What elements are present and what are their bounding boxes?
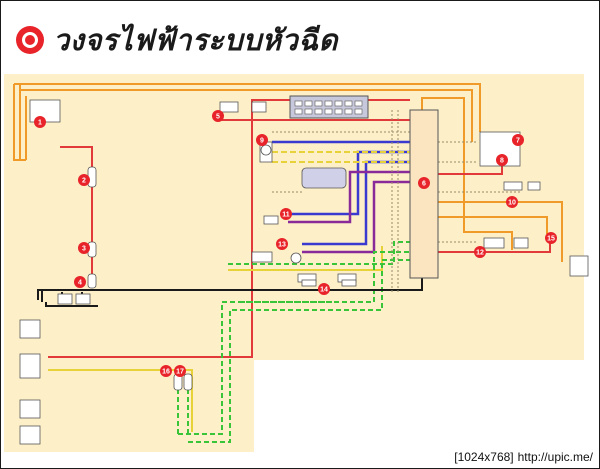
- svg-text:9: 9: [260, 138, 264, 145]
- ecu-connector: [289, 95, 369, 119]
- svg-text:11: 11: [282, 212, 290, 219]
- resolution-label: [1024x768]: [454, 450, 514, 464]
- badge-2: 2: [78, 174, 90, 186]
- svg-text:3: 3: [82, 246, 86, 253]
- badge-14: 14: [318, 283, 330, 295]
- svg-text:1: 1: [38, 120, 42, 127]
- ecu-box: [409, 109, 439, 279]
- page-title: วงจรไฟฟ้าระบบหัวฉีด: [53, 23, 338, 57]
- svg-text:13: 13: [278, 242, 286, 249]
- badge-13: 13: [276, 238, 288, 250]
- signal-lines: [272, 110, 522, 292]
- blank-region: [254, 360, 598, 460]
- svg-text:7: 7: [516, 138, 520, 145]
- green-dashed-wires: [177, 241, 410, 443]
- svg-text:12: 12: [476, 250, 484, 257]
- svg-text:8: 8: [500, 158, 504, 165]
- svg-text:17: 17: [176, 369, 184, 376]
- title-bullet-icon: [16, 26, 44, 54]
- badge-9: 9: [256, 134, 268, 146]
- badge-3: 3: [78, 242, 90, 254]
- svg-text:15: 15: [547, 236, 555, 243]
- badge-1: 1: [34, 116, 46, 128]
- svg-text:4: 4: [78, 280, 82, 287]
- svg-text:10: 10: [508, 200, 516, 207]
- badge-6: 6: [418, 177, 430, 189]
- orange-wires: [13, 83, 563, 262]
- inline-components: [87, 144, 357, 391]
- badge-12: 12: [474, 246, 486, 258]
- badge-16: 16: [160, 365, 172, 377]
- badge-4: 4: [74, 276, 86, 288]
- badge-8: 8: [496, 154, 508, 166]
- component-badges: 1 2 3 4 5 6 7 8 9 10 11 12 13 14 15 16 1…: [34, 110, 557, 377]
- badge-5: 5: [212, 110, 224, 122]
- badge-10: 10: [506, 196, 518, 208]
- svg-text:5: 5: [216, 114, 220, 121]
- svg-text:14: 14: [320, 287, 328, 294]
- svg-text:2: 2: [82, 178, 86, 185]
- image-watermark: [1024x768]http://upic.me/: [454, 450, 593, 464]
- svg-text:6: 6: [422, 181, 426, 188]
- badge-17: 17: [174, 365, 186, 377]
- source-url: http://upic.me/: [517, 450, 593, 464]
- badge-11: 11: [280, 208, 292, 220]
- svg-text:16: 16: [162, 369, 170, 376]
- yellow-wires: [48, 151, 410, 432]
- badge-7: 7: [512, 134, 524, 146]
- badge-15: 15: [545, 232, 557, 244]
